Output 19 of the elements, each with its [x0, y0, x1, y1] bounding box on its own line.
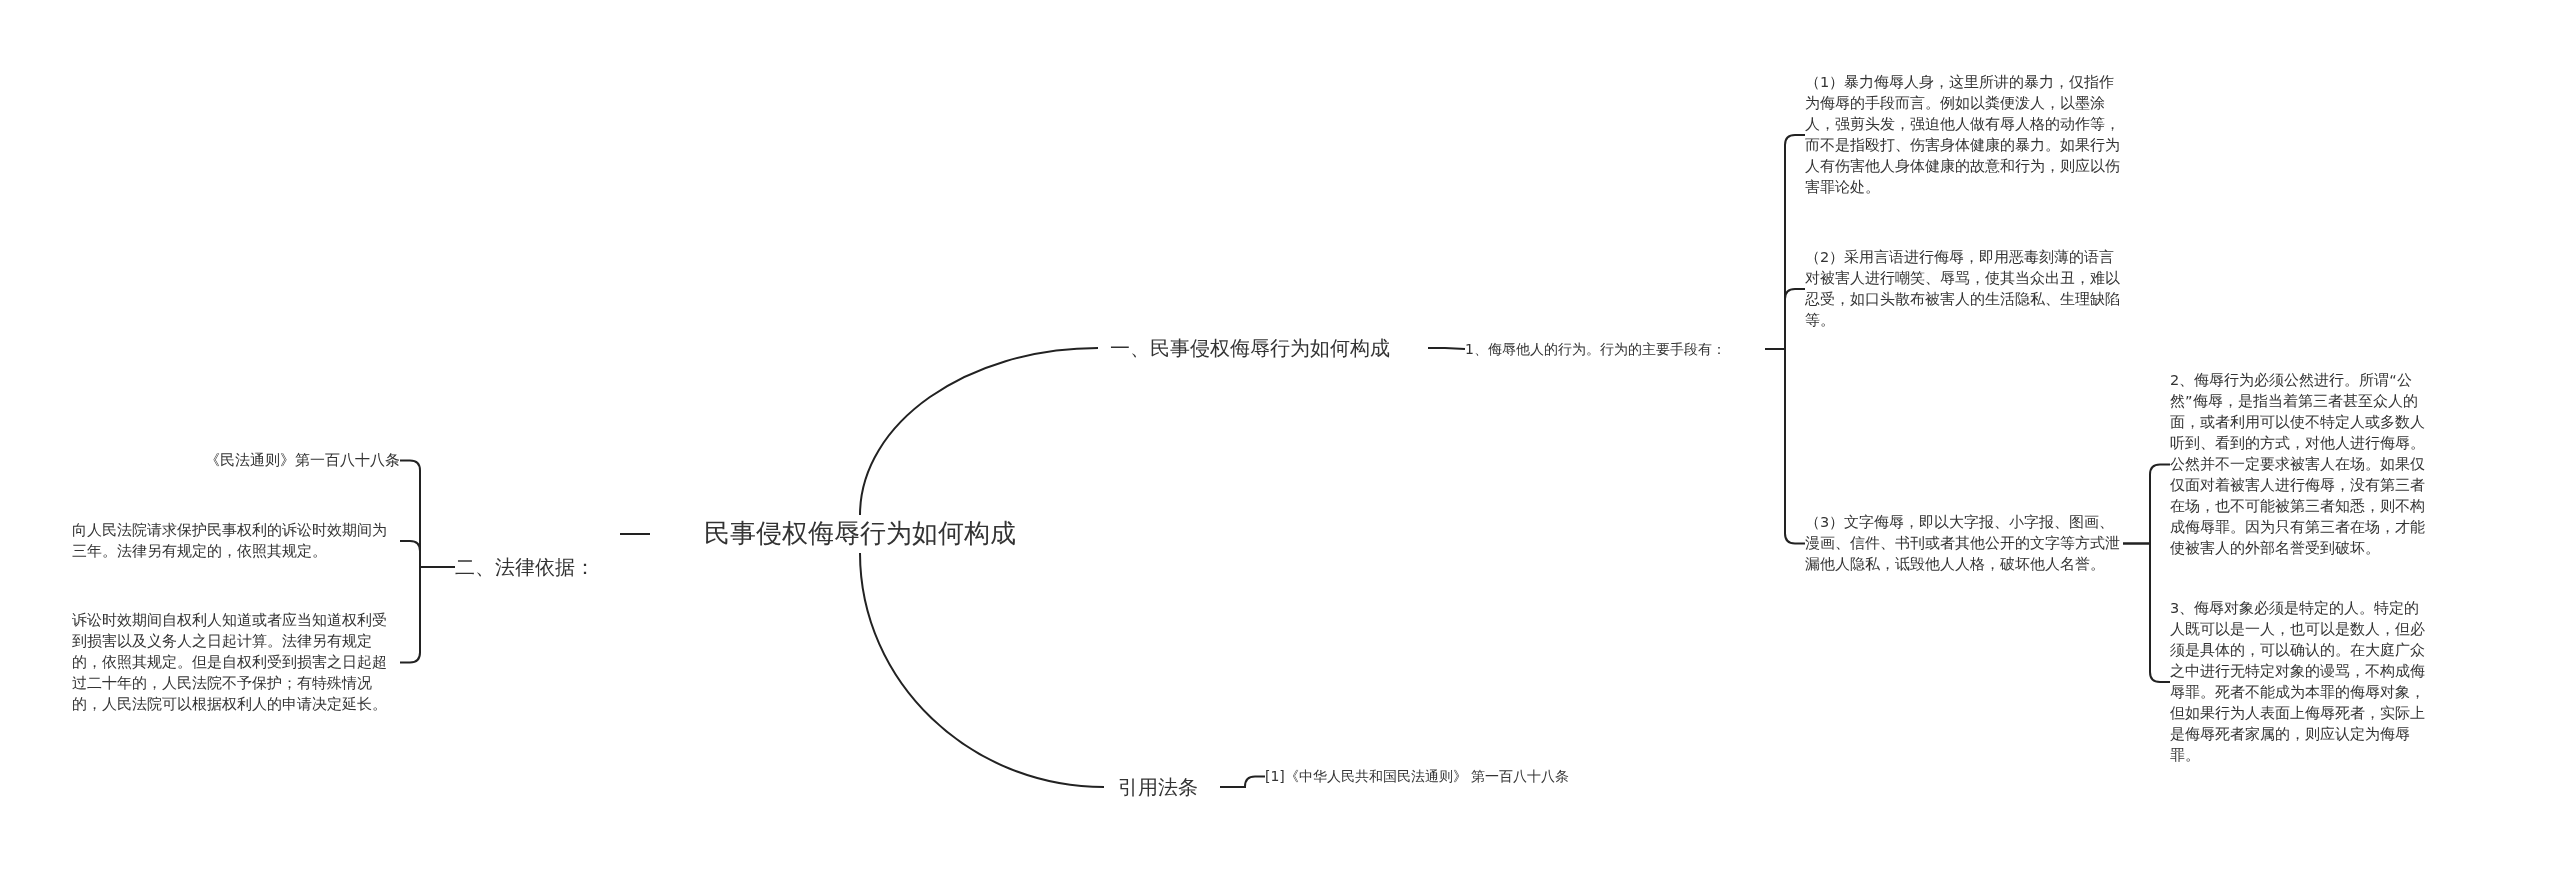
subtopic-text: 1、侮辱他人的行为。行为的主要手段有：	[1465, 340, 1727, 359]
branch-topic: 引用法条	[1118, 774, 1199, 801]
connector-line	[859, 552, 1105, 788]
subtopic-text: （1）暴力侮辱人身，这里所讲的暴力，仅指作为侮辱的手段而言。例如以粪便泼人，以墨涂人，强剪头发，强迫他人做有辱人格的动作等，而不是指殴打、伤害身体健康的暴力。如果行为人有伤害他人身体健康的故意和行为，则应以伤害罪论处。	[1805, 73, 2121, 198]
connector-line	[1219, 775, 1266, 788]
subtopic-text: 《民法通则》第一百八十八条	[204, 451, 400, 470]
subtopic-text: （2）采用言语进行侮辱，即用恶毒刻薄的语言对被害人进行嘲笑、辱骂，使其当众出丑，难以忍受，如口头散布被害人的生活隐私、生理缺陷等。	[1805, 248, 2121, 331]
subtopic-text: 2、侮辱行为必须公然进行。所谓“公然”侮辱，是指当着第三者甚至众人的面，或者利用可以使不特定人或多数人听到、看到的方式，对他人进行侮辱。公然并不一定要求被害人在场。如果仅仅面对着被害人进行侮辱，没有第三者在场，也不可能被第三者知悉，则不构成侮辱罪。因为只有第三者在场，才能使被害人的外部名誉受到破坏。	[2170, 371, 2426, 559]
subtopic-text: 诉讼时效期间自权利人知道或者应当知道权利受到损害以及义务人之日起计算。法律另有规定的，依照其规定。但是自权利受到损害之日起超过二十年的，人民法院不予保护；有特殊情况的，人民法院可以根据权利人的申请决定延长。	[72, 611, 388, 715]
central-topic: 民事侵权侮辱行为如何构成	[703, 517, 1017, 550]
subtopic-text: [1]《中华人民共和国民法通则》 第一百八十八条	[1265, 767, 1571, 786]
branch-topic: 一、民事侵权侮辱行为如何构成	[1110, 335, 1391, 362]
branch-topic: 二、法律依据：	[455, 554, 596, 581]
connector-line	[859, 347, 1099, 516]
subtopic-text: 3、侮辱对象必须是特定的人。特定的人既可以是一人，也可以是数人，但必须是具体的，可以确认的。在大庭广众之中进行无特定对象的谩骂，不构成侮辱罪。死者不能成为本罪的侮辱对象，但如果行为人表面上侮辱死者，实际上是侮辱死者家属的，则应认定为侮辱罪。	[2170, 599, 2426, 766]
connector-line	[1427, 347, 1466, 350]
subtopic-text: 向人民法院请求保护民事权利的诉讼时效期间为三年。法律另有规定的，依照其规定。	[72, 521, 388, 561]
connector-line	[619, 533, 651, 535]
subtopic-text: （3）文字侮辱，即以大字报、小字报、图画、漫画、信件、书刊或者其他公开的文字等方式泄漏他人隐私，诋毁他人人格，破坏他人名誉。	[1805, 513, 2121, 575]
